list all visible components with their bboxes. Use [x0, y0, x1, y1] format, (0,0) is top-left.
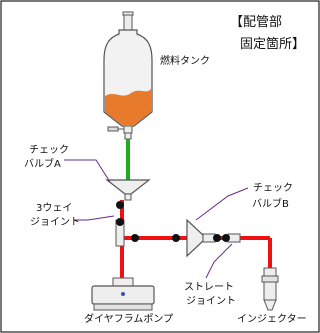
check-valve-a-label-line-2: バルブA [24, 159, 61, 170]
fix-point [131, 234, 139, 242]
three-way-joint-label-line-2: ジョイント [30, 217, 80, 228]
diaphragm-pump-label: ダイヤフラムポンプ [84, 314, 174, 325]
three-way-joint-label-line-1: 3ウェイ [36, 203, 73, 214]
injector [261, 267, 279, 311]
fix-point [116, 201, 124, 209]
diaphragm-pump [91, 277, 155, 311]
check-valve-a-label-line-1: チェック [29, 145, 69, 156]
title-line-2: 固定箇所】 [240, 37, 306, 52]
fixing-points [116, 201, 230, 242]
leader-lines [64, 159, 249, 279]
check-valve-b-label-line-2: バルブB [252, 199, 289, 210]
straight-joint-label-line-1: ストレート [184, 282, 234, 293]
check-valve-a [105, 179, 151, 201]
title-line-1: 【配管部 [230, 15, 283, 30]
leader-straight-joint [205, 243, 233, 279]
fix-point [172, 234, 180, 242]
fuel-tank-label: 燃料タンク [160, 56, 210, 67]
fix-point [213, 234, 221, 242]
check-valve-b [186, 218, 216, 258]
fuel-level [105, 89, 151, 125]
fuel-tank [103, 11, 153, 140]
fix-point [116, 218, 124, 226]
injector-label: インジェクター [237, 314, 307, 325]
leader-check-valve-b [195, 187, 249, 221]
leader-check-valve-a [64, 159, 111, 183]
fix-point [222, 234, 230, 242]
check-valve-b-label-line-1: チェック [253, 183, 293, 194]
straight-joint-label-line-2: ジョイント [186, 296, 236, 307]
leader-three-way-joint [74, 215, 115, 221]
